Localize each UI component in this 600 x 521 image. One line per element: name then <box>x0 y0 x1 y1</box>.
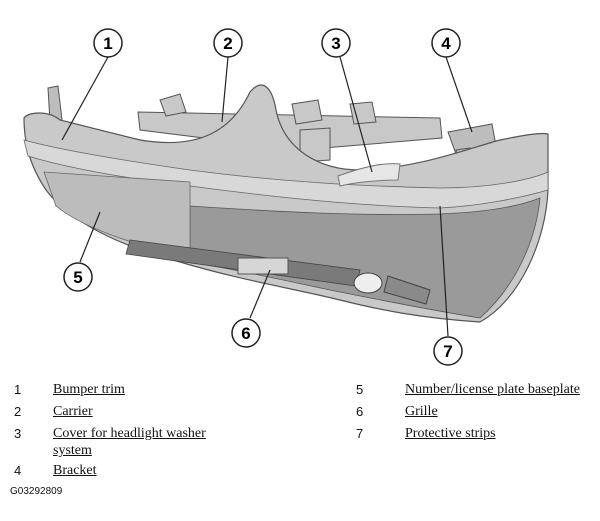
svg-text:4: 4 <box>441 34 451 53</box>
legend-label-4: Bracket <box>53 463 97 478</box>
leader-lines <box>61 56 473 337</box>
callout-5: 5 <box>63 262 93 292</box>
svg-text:3: 3 <box>331 34 340 53</box>
legend-num-3: 3 <box>14 426 22 441</box>
fog-light <box>353 272 383 294</box>
callout-7: 7 <box>433 336 463 366</box>
svg-text:7: 7 <box>443 342 452 361</box>
grille-insert <box>237 257 289 275</box>
callout-3: 3 <box>321 28 351 58</box>
fog-housing <box>383 275 431 305</box>
legend-label-5: Number/license plate baseplate <box>405 382 580 397</box>
carrier-beam <box>137 93 443 163</box>
svg-text:5: 5 <box>73 268 82 287</box>
bumper-diagram: 1 2 3 4 5 6 7 <box>23 28 549 366</box>
legend-label-3: Cover for headlight washer system <box>53 426 206 458</box>
legend-label-7: Protective strips <box>405 426 496 441</box>
legend-num-6: 6 <box>356 404 364 419</box>
legend-num-5: 5 <box>356 382 364 397</box>
figure-id: G03292809 <box>10 486 63 497</box>
legend-num-4: 4 <box>14 463 22 478</box>
protective-strip-area <box>189 197 541 319</box>
svg-text:2: 2 <box>223 34 232 53</box>
legend-num-7: 7 <box>356 426 364 441</box>
legend-label-1: Bumper trim <box>53 382 125 397</box>
callout-4: 4 <box>431 28 461 58</box>
legend-label-6: Grille <box>405 404 438 419</box>
svg-text:6: 6 <box>241 324 250 343</box>
washer-cover <box>337 163 401 187</box>
callout-6: 6 <box>231 318 261 348</box>
legend-num-2: 2 <box>14 404 22 419</box>
svg-text:1: 1 <box>103 34 112 53</box>
callout-2: 2 <box>213 28 243 58</box>
legend-num-1: 1 <box>14 382 22 397</box>
callout-1: 1 <box>93 28 123 58</box>
legend-label-2: Carrier <box>53 404 93 419</box>
